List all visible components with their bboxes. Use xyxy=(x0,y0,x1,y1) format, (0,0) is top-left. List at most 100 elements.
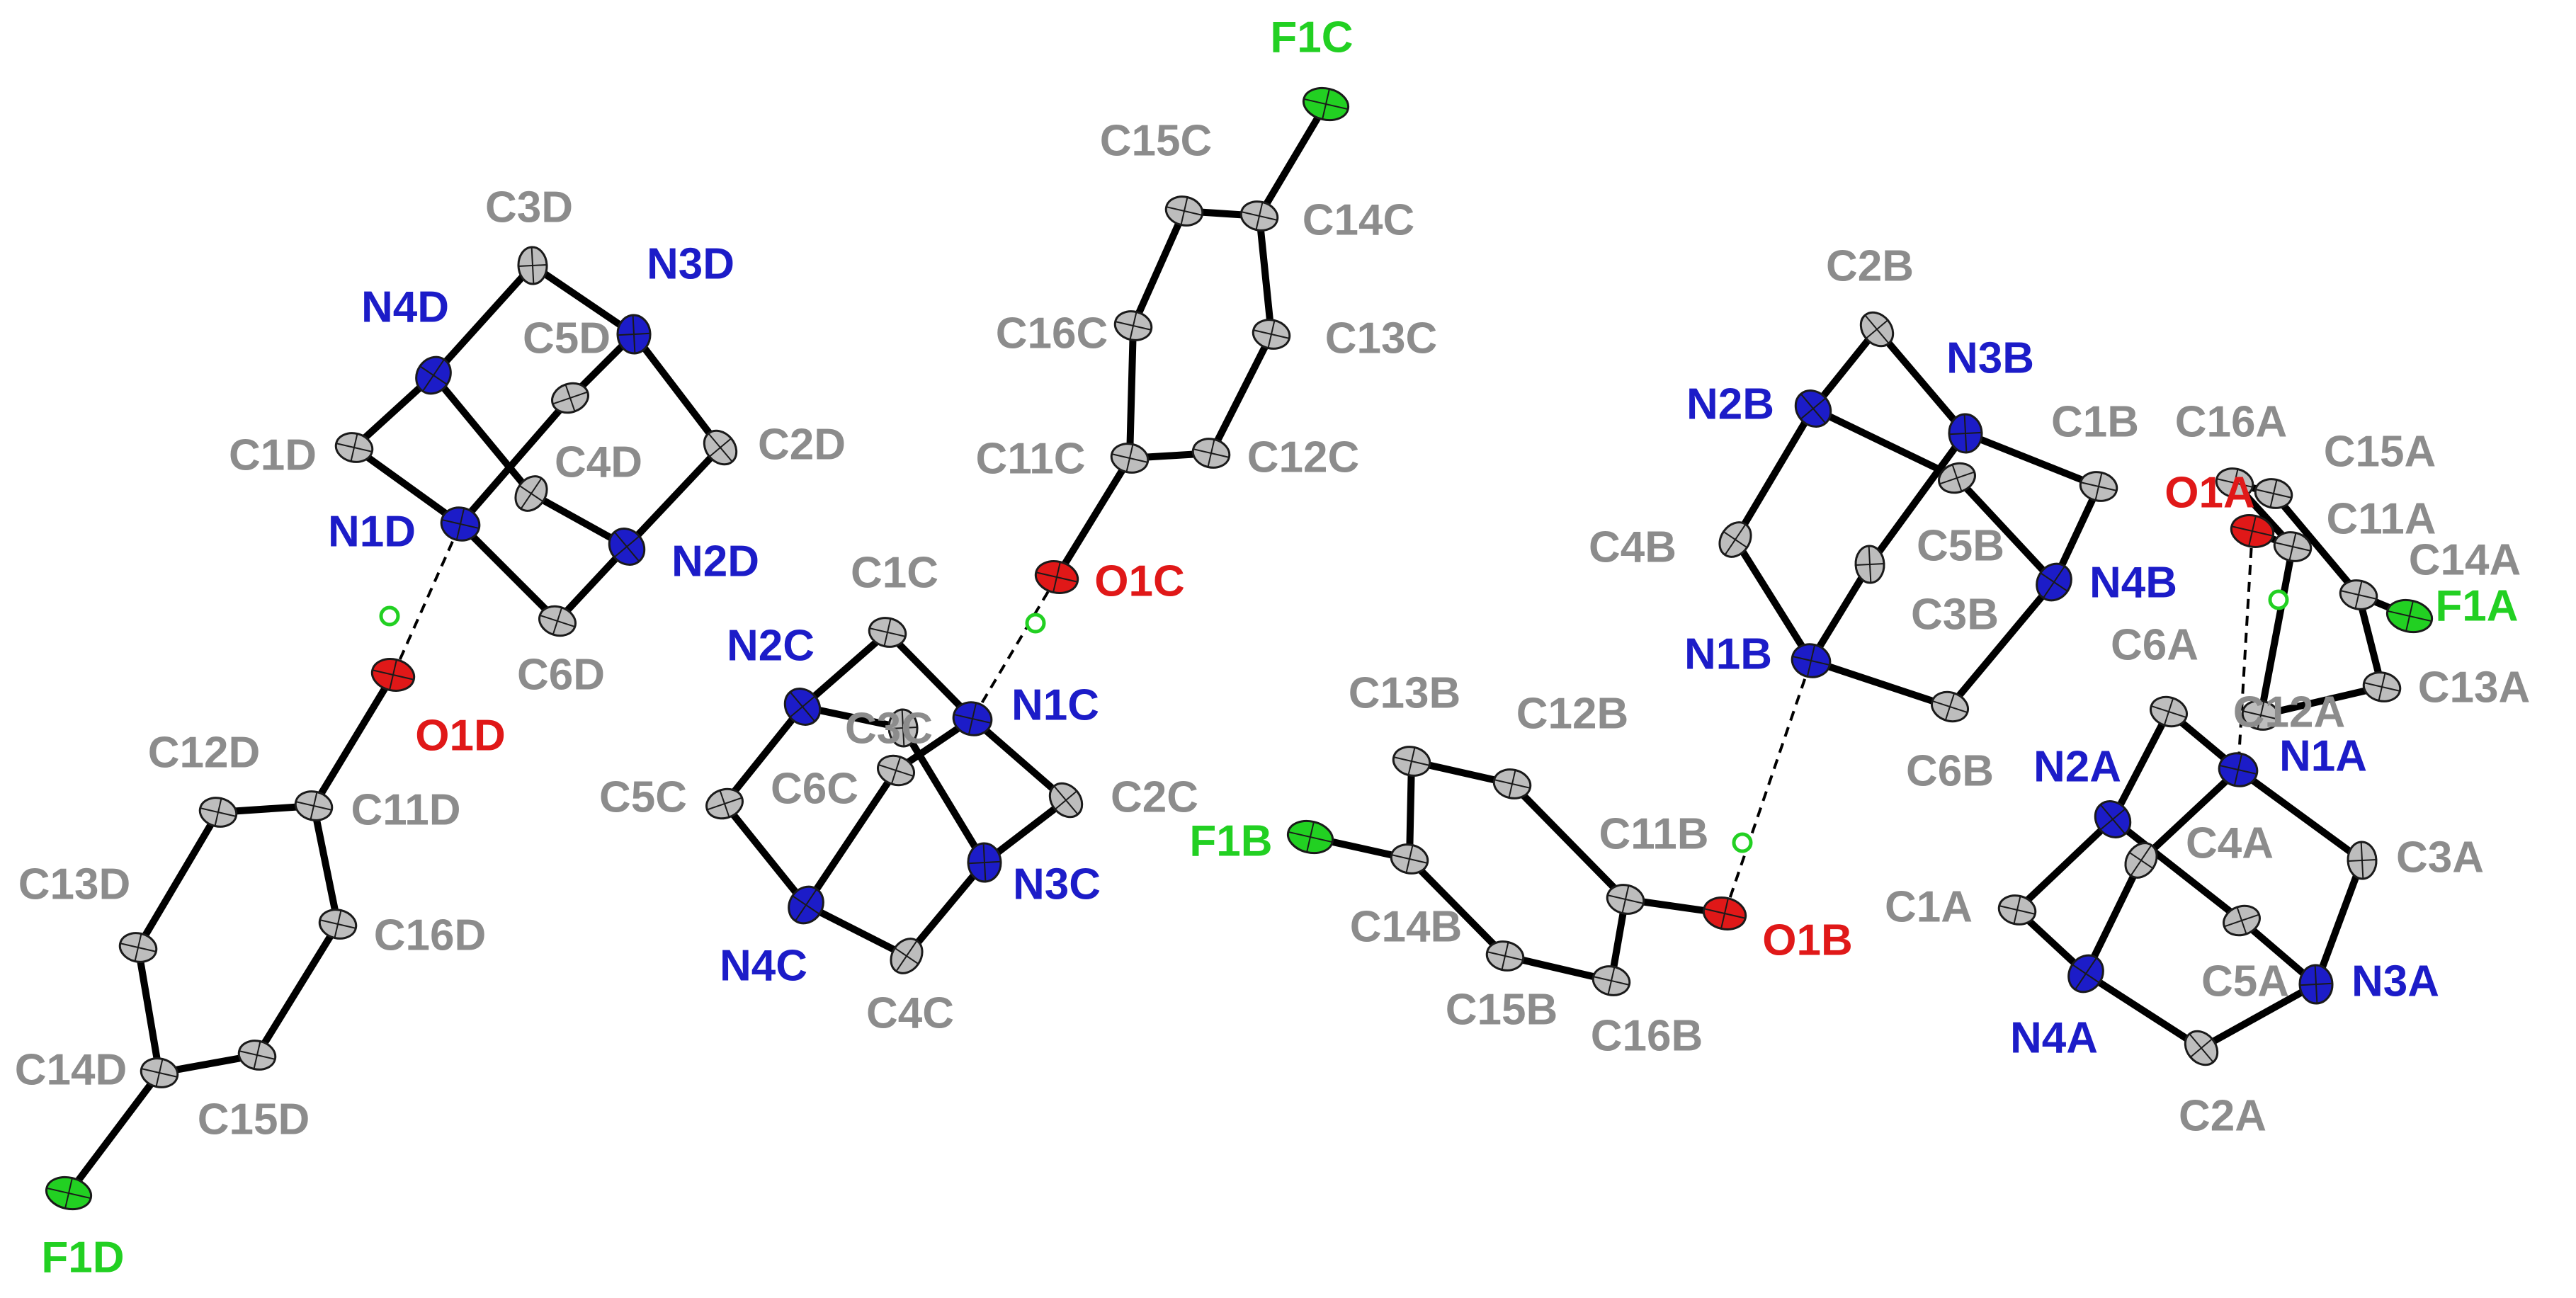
atom-C15D xyxy=(237,1040,277,1071)
atom-C15A xyxy=(2254,478,2293,509)
atom-N3B xyxy=(1948,413,1983,454)
ellipsoid-axis-F1C xyxy=(1322,89,1330,120)
ellipsoid-axis-N1D xyxy=(455,508,465,540)
ellipsoid-axis-N3C xyxy=(968,860,1002,865)
atom-C6C xyxy=(877,754,915,787)
atom-label-C16A: C16A xyxy=(2175,397,2288,446)
atom-C3A xyxy=(2347,841,2378,880)
bond-C4B-N1B xyxy=(1732,536,1815,664)
atom-label-N3A: N3A xyxy=(2351,957,2439,1006)
ellipsoid-axis-C4C xyxy=(894,947,919,965)
ellipsoid-axis-C15A xyxy=(2269,479,2278,508)
atom-label-O1B: O1B xyxy=(1762,916,1852,964)
atom-C3D xyxy=(517,246,548,285)
ellipsoid-axis-C4A xyxy=(2128,851,2154,870)
atom-label-C15C: C15C xyxy=(1100,116,1213,165)
ellipsoid-axis-C4B xyxy=(1723,530,1748,549)
ellipsoid-axis-N2A xyxy=(2099,808,2126,831)
atom-N2A xyxy=(2094,800,2132,838)
atom-C5C xyxy=(705,787,744,820)
ellipsoid-axis-N2D xyxy=(613,535,640,558)
atom-label-C1D: C1D xyxy=(229,431,317,479)
atom-label-C6B: C6B xyxy=(1906,746,1994,795)
atom-label-C16C: C16C xyxy=(996,309,1108,358)
bond-C5D-N1D xyxy=(457,394,574,528)
ellipsoid-axis-C15B xyxy=(1501,942,1509,970)
ellipsoid-axis-F1D xyxy=(64,1178,73,1209)
atom-C15B xyxy=(1485,940,1525,972)
atom-label-C14C: C14C xyxy=(1303,195,1415,244)
atom-label-N3C: N3C xyxy=(1013,860,1101,909)
ellipsoid-axis-C14C xyxy=(1255,202,1264,230)
ellipsoid-axis-N4D xyxy=(419,365,448,385)
atom-label-O1A: O1A xyxy=(2164,468,2254,517)
atom-N1C xyxy=(952,701,993,736)
atom-C3C xyxy=(887,708,919,748)
ellipsoid-axis-N3B xyxy=(1948,431,1982,435)
atom-label-C3A: C3A xyxy=(2396,833,2484,882)
bond-C2B-N3B xyxy=(1873,326,1969,437)
bond-C15A-C14A xyxy=(2270,490,2362,598)
bond-C11C-O1C xyxy=(1053,455,1133,581)
bond-N2B-C5B xyxy=(1810,405,1961,482)
atom-label-C4B: C4B xyxy=(1589,523,1676,571)
ellipsoid-axis-C11A xyxy=(2288,533,2297,561)
bond-N1C-C2C xyxy=(969,715,1069,804)
atom-label-C15B: C15B xyxy=(1446,985,1558,1034)
atom-C11A xyxy=(2273,531,2313,562)
atom-N1A xyxy=(2218,752,2259,787)
atom-label-C15D: C15D xyxy=(198,1095,310,1144)
atom-label-C2A: C2A xyxy=(2179,1091,2266,1140)
bond-C16C-C11C xyxy=(1126,322,1137,462)
ellipsoid-axis-C1A xyxy=(2013,896,2021,924)
bond-C1C-N1C xyxy=(884,629,976,722)
atom-C12B xyxy=(1492,768,1532,799)
ellipsoid-axis-O1D xyxy=(389,659,397,690)
hydrogen-atom-H1A xyxy=(2268,589,2289,610)
atom-label-C2B: C2B xyxy=(1826,241,1914,290)
atom-label-C16B: C16B xyxy=(1591,1011,1703,1060)
atom-C4B xyxy=(1718,521,1752,558)
hydrogen-bond-O1B-N1B xyxy=(1723,660,1812,914)
ellipsoid-axis-C6C xyxy=(890,756,902,785)
atom-C4C xyxy=(890,938,924,974)
hydrogen-bond-O1C-N1C xyxy=(971,576,1058,720)
atom-label-N2B: N2B xyxy=(1686,380,1774,428)
bond-N4C-C4C xyxy=(802,901,910,960)
atom-O1B xyxy=(1702,896,1747,930)
atom-label-N3D: N3D xyxy=(647,239,734,288)
atom-C16B xyxy=(1591,965,1631,996)
atom-label-C3B: C3B xyxy=(1911,590,1999,639)
bond-C14B-C13B xyxy=(1406,758,1415,863)
atom-O1A xyxy=(2230,514,2275,548)
atom-label-C12C: C12C xyxy=(1247,433,1360,482)
ellipsoid-axis-N1C xyxy=(968,702,977,735)
bond-C3A-N3A xyxy=(2313,857,2366,988)
atom-label-C2C: C2C xyxy=(1111,773,1198,821)
atom-C13B xyxy=(1392,746,1431,777)
ellipsoid-axis-C16A xyxy=(2230,469,2239,497)
bond-F1C-C14C xyxy=(1256,101,1329,220)
bond-C16D-C15D xyxy=(254,921,341,1059)
ellipsoid-axis-C11B xyxy=(1621,885,1630,913)
atom-C12C xyxy=(1191,438,1231,469)
bond-C6B-N4B xyxy=(1946,579,2058,710)
atom-N4C xyxy=(788,885,824,925)
atom-F1D xyxy=(45,1175,93,1211)
bond-N1A-C3A xyxy=(2235,766,2366,864)
atom-label-N2A: N2A xyxy=(2033,742,2121,791)
atom-label-O1C: O1C xyxy=(1094,557,1184,605)
ellipsoid-axis-C2B xyxy=(1866,319,1888,339)
atom-label-F1B: F1B xyxy=(1189,816,1272,865)
ellipsoid-axis-C12C xyxy=(1207,439,1215,467)
atom-label-C14B: C14B xyxy=(1350,902,1463,951)
atom-label-N1B: N1B xyxy=(1684,630,1772,678)
bond-N2C-C5C xyxy=(721,703,806,807)
atom-label-N4C: N4C xyxy=(720,941,807,990)
ellipsoid-axis-C13D xyxy=(134,933,142,962)
atom-C1B xyxy=(2079,471,2118,502)
bond-C4A-N4A xyxy=(2082,857,2145,977)
atom-label-N4A: N4A xyxy=(2010,1013,2098,1062)
atom-label-C3D: C3D xyxy=(485,183,573,232)
